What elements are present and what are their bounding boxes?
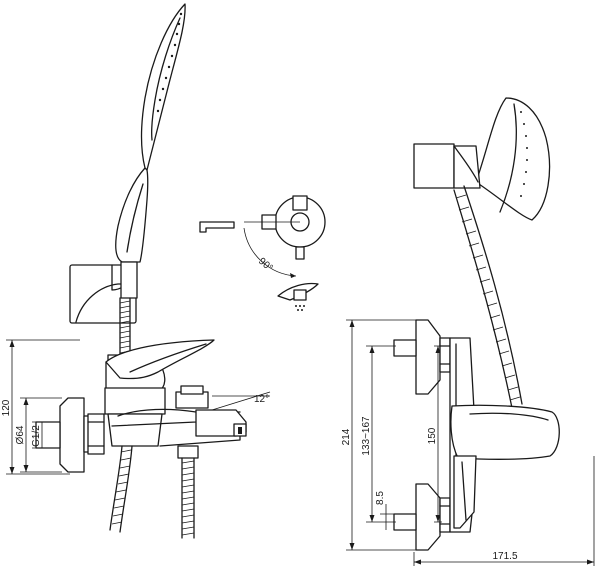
dim-214: 214 bbox=[341, 319, 418, 551]
side-lower-connector bbox=[393, 483, 451, 551]
dim-171-5: 171.5 bbox=[413, 456, 595, 566]
dim-150: 150 bbox=[427, 345, 442, 523]
lower-hose-left bbox=[109, 445, 133, 533]
front-view: 120 Ø64 G1/2 12° bbox=[1, 3, 271, 539]
upper-hose bbox=[119, 297, 131, 356]
dim-133-167-label: 133~167 bbox=[361, 416, 372, 456]
dim-dia64-label: Ø64 bbox=[15, 425, 26, 444]
dim-171-5-label: 171.5 bbox=[492, 551, 517, 562]
detail-view: 90° bbox=[199, 195, 326, 311]
spout bbox=[195, 409, 247, 437]
wall-bracket bbox=[69, 261, 138, 324]
dim-133-167: 133~167 bbox=[361, 345, 396, 523]
side-holder bbox=[413, 143, 481, 189]
dim-12deg-label: 12° bbox=[254, 394, 269, 405]
lower-hose-right bbox=[177, 445, 199, 539]
dim-214-label: 214 bbox=[341, 428, 352, 445]
hand-shower-handle bbox=[115, 167, 149, 263]
diverter-knob bbox=[175, 385, 209, 409]
hand-shower-head bbox=[140, 3, 186, 171]
lever-handle bbox=[105, 339, 215, 380]
lever-icon bbox=[277, 282, 319, 311]
dim-8-5-label: 8.5 bbox=[375, 491, 386, 505]
dim-g12: G1/2 bbox=[31, 421, 43, 449]
dim-12deg: 12° bbox=[211, 391, 271, 411]
dim-120-label: 120 bbox=[1, 399, 12, 416]
side-view: 214 133~167 8.5 150 171.5 bbox=[341, 97, 595, 566]
dim-150-label: 150 bbox=[427, 427, 438, 444]
dim-dia64: Ø64 bbox=[15, 397, 62, 473]
left-wall-connector bbox=[35, 397, 105, 473]
side-mixer-body bbox=[449, 337, 560, 533]
dim-g12-label: G1/2 bbox=[31, 425, 42, 447]
spray-nozzles bbox=[156, 12, 183, 113]
side-hose bbox=[453, 185, 523, 409]
side-upper-connector bbox=[393, 319, 451, 395]
side-shower-head bbox=[475, 97, 551, 221]
dim-8-5: 8.5 bbox=[375, 491, 394, 530]
dim-120: 120 bbox=[1, 339, 80, 475]
